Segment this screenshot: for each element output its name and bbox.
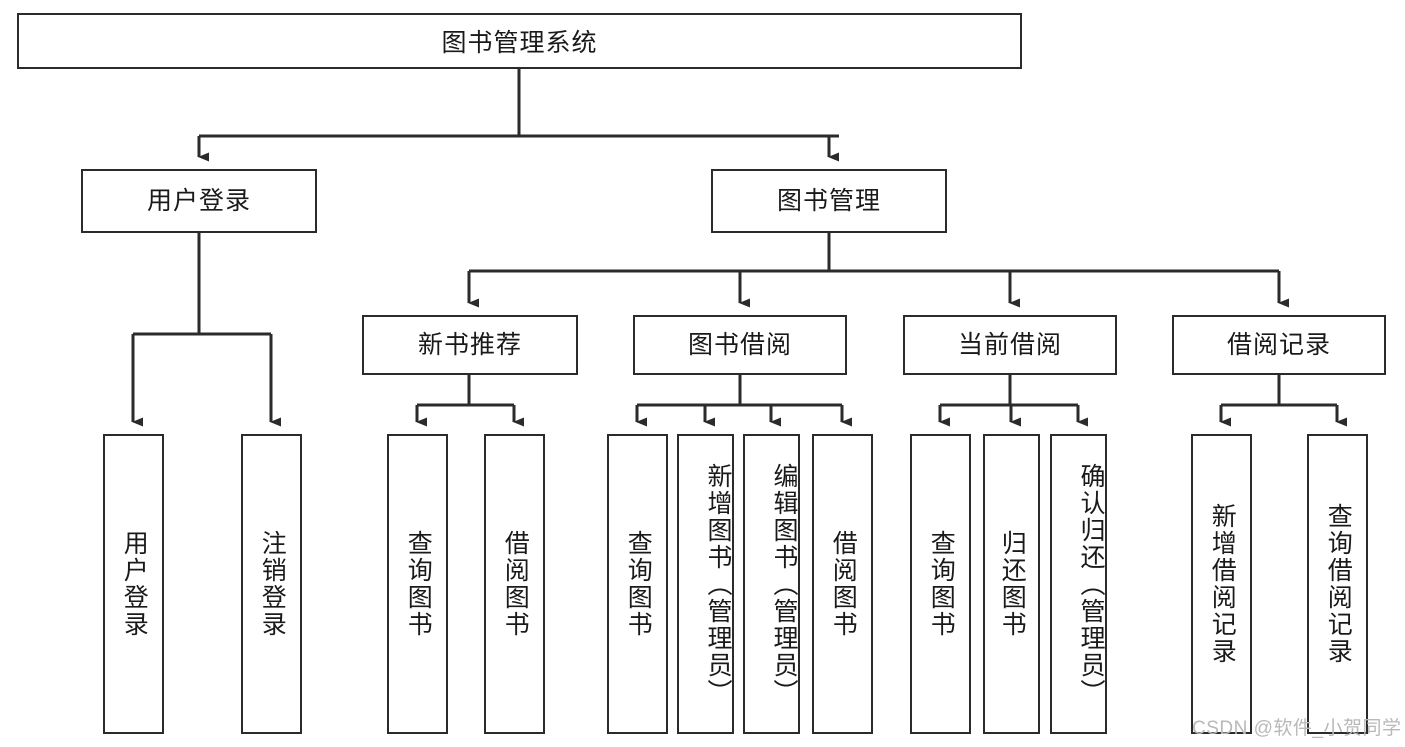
- node-leaf-add-book[interactable]: 新增图书（管理员）: [677, 434, 734, 734]
- node-leaf-return-book[interactable]: 归还图书: [983, 434, 1040, 734]
- node-current-borrow[interactable]: 当前借阅: [903, 315, 1117, 375]
- node-leaf-user-login[interactable]: 用户登录: [103, 434, 164, 734]
- csdn-watermark: CSDN @软件_小贺同学: [1192, 718, 1402, 739]
- node-root[interactable]: 图书管理系统: [17, 13, 1022, 69]
- node-user-login[interactable]: 用户登录: [81, 169, 317, 233]
- node-leaf-borrow-book-1[interactable]: 借阅图书: [484, 434, 545, 734]
- node-leaf-logout[interactable]: 注销登录: [241, 434, 302, 734]
- node-leaf-query-book-2[interactable]: 查询图书: [607, 434, 668, 734]
- node-leaf-confirm-return[interactable]: 确认归还（管理员）: [1050, 434, 1107, 734]
- node-leaf-query-book-1[interactable]: 查询图书: [387, 434, 448, 734]
- node-book-management[interactable]: 图书管理: [711, 169, 947, 233]
- node-leaf-add-record[interactable]: 新增借阅记录: [1191, 434, 1252, 734]
- node-leaf-query-book-3[interactable]: 查询图书: [910, 434, 971, 734]
- node-new-book-recommend[interactable]: 新书推荐: [362, 315, 578, 375]
- node-borrow-record[interactable]: 借阅记录: [1172, 315, 1386, 375]
- node-leaf-edit-book[interactable]: 编辑图书（管理员）: [743, 434, 800, 734]
- node-book-borrow[interactable]: 图书借阅: [633, 315, 847, 375]
- node-leaf-query-record[interactable]: 查询借阅记录: [1307, 434, 1368, 734]
- node-leaf-borrow-book-2[interactable]: 借阅图书: [812, 434, 873, 734]
